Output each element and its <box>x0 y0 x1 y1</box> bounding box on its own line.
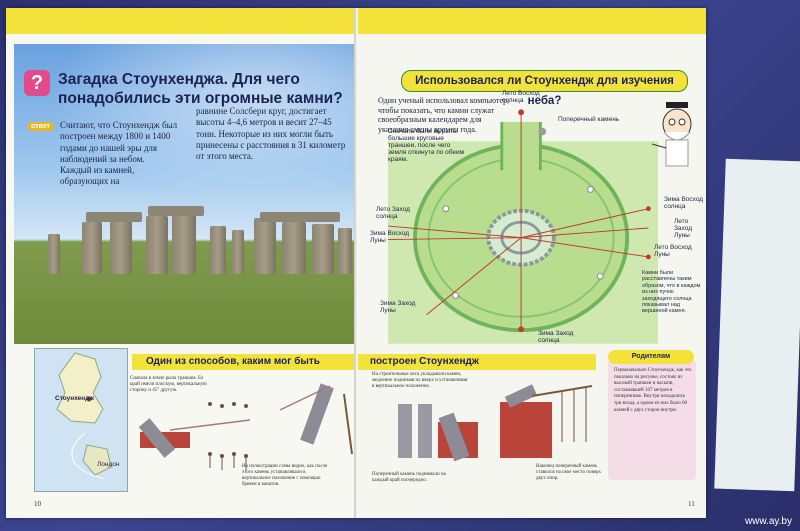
map-label-london: Лондон <box>97 461 120 468</box>
label-summer-sunset: Лето Заход солнца <box>376 206 410 220</box>
note-first-trenches: Сначала были вырыты большие круговые тра… <box>388 128 465 163</box>
parents-note-text: Первоначально Стоунхендж, как это показа… <box>614 368 692 413</box>
right-page-number: 11 <box>688 500 695 508</box>
map-of-britain: Стоунхендж Лондон <box>34 348 128 492</box>
section-heading-right: построен Стоунхендж <box>358 354 596 370</box>
top-yellow-band <box>6 8 358 34</box>
parents-note-heading: Родителям <box>608 350 694 364</box>
britain-map-drawing <box>56 352 112 480</box>
caption-trench: Сначала в земле рыла траншея. Ее край им… <box>130 376 207 393</box>
construction-illustration-right <box>398 384 593 462</box>
site-watermark: www.ay.by <box>744 516 792 527</box>
stonehenge-sky-diagram <box>388 109 658 344</box>
label-winter-sunset: Зима Заход солнца <box>538 330 574 344</box>
intro-paragraph-col1: Считают, что Стоунхендж был построен меж… <box>60 120 178 187</box>
stonehenge-photo <box>14 44 358 344</box>
answer-badge: ответ <box>28 122 53 131</box>
professor-icon <box>651 102 692 167</box>
label-winter-sunrise: Зима Восход солнца <box>664 196 704 210</box>
label-winter-moonrise: Зима Восход Луны <box>370 230 410 244</box>
label-heel-stone: Поперечный камень <box>558 116 620 123</box>
side-note: Камни были расставлены таким образом, чт… <box>642 270 701 315</box>
construction-illustration-left <box>138 383 353 470</box>
label-summer-moonrise: Лето Восход Луны <box>654 244 692 258</box>
label-summer-sunrise: Лето Восход солнца <box>502 90 540 104</box>
top-yellow-band-right <box>358 8 706 34</box>
caption-lintel-raise: Поперечный камень поднимали на каждый кр… <box>372 472 446 483</box>
open-book: ? Загадка Стоунхенджа. Для чего понадоби… <box>6 8 706 518</box>
parents-note-box: Родителям Первоначально Стоунхендж, как … <box>608 350 696 480</box>
left-page: ? Загадка Стоунхенджа. Для чего понадоби… <box>6 8 358 518</box>
label-winter-moonset: Зима Заход Луны <box>380 300 416 314</box>
right-intro: Один ученый использовал компьютер, чтобы… <box>378 96 510 134</box>
left-page-title: Загадка Стоунхенджа. Для чего понадобили… <box>58 71 343 107</box>
caption-lintel-placed: Наконец поперечный камень ставился на св… <box>536 464 602 481</box>
left-page-number: 10 <box>34 500 41 508</box>
question-icon: ? <box>24 70 50 96</box>
stone-circle-drawing <box>42 204 358 284</box>
caption-scaffold: На строительные леса укладывали камни, м… <box>372 372 468 389</box>
intro-paragraph-col2: равнине Солсбери круг, достигает высоты … <box>196 106 346 162</box>
professor-mascot <box>651 100 702 172</box>
right-page-title: Использовался ли Стоунхендж для изучения… <box>401 70 688 107</box>
right-page: Использовался ли Стоунхендж для изучения… <box>358 8 706 518</box>
label-summer-moonset: Лето Заход Луны <box>674 218 692 239</box>
section-heading-left: Один из способов, каким мог быть <box>132 354 358 370</box>
caption-raising: На иллюстрации слева видно, как после эт… <box>242 464 328 487</box>
loose-paper-sheet <box>714 158 800 492</box>
map-label-stonehenge: Стоунхендж <box>55 395 94 402</box>
